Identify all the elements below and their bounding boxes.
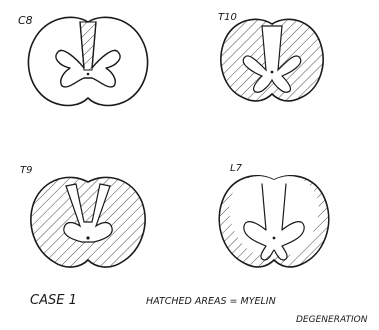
legend-line-1: HATCHED AREAS = MYELIN — [146, 296, 276, 307]
central-canal-l7 — [273, 237, 276, 240]
legend-line-2: DEGENERATION — [296, 315, 368, 325]
figure-caption: CASE 1 HATCHED AREAS = MYELIN DEGENERATI… — [30, 293, 368, 325]
section-t10: T10 — [218, 12, 323, 101]
section-label-l7: L7 — [230, 163, 243, 174]
section-label-c8: C8 — [18, 14, 33, 27]
section-c8: C8 — [18, 14, 148, 105]
case-label: CASE 1 — [30, 293, 77, 308]
section-label-t10: T10 — [218, 12, 237, 23]
section-label-t9: T9 — [20, 165, 32, 176]
central-canal-t10 — [271, 71, 274, 74]
central-canal-t9 — [86, 236, 89, 239]
section-t9: T9 — [20, 165, 145, 267]
central-canal-c8 — [87, 73, 90, 76]
section-l7: L7 — [219, 163, 328, 267]
